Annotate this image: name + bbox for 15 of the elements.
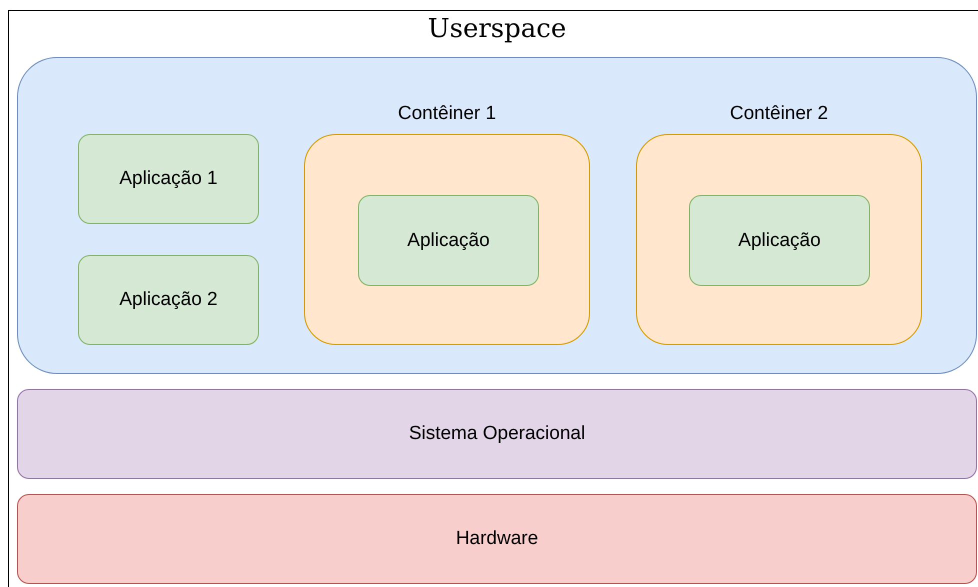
group-title: Contêiner 1 xyxy=(396,103,498,125)
box-label: Aplicação 1 xyxy=(119,168,218,190)
application-box xyxy=(358,195,539,286)
box-label: Sistema Operacional xyxy=(408,423,586,445)
box-label: Hardware xyxy=(456,528,538,550)
box-label: Aplicação xyxy=(738,230,821,252)
operating-system-layer xyxy=(17,389,977,479)
hardware-layer xyxy=(17,494,977,584)
application-box xyxy=(689,195,870,286)
group-title: Contêiner 2 xyxy=(728,103,830,125)
application-box xyxy=(78,255,259,345)
group-title: Userspace xyxy=(426,14,568,44)
box-label: Aplicação xyxy=(407,230,490,252)
application-box xyxy=(78,134,259,224)
box-label: Aplicação 2 xyxy=(119,289,218,311)
